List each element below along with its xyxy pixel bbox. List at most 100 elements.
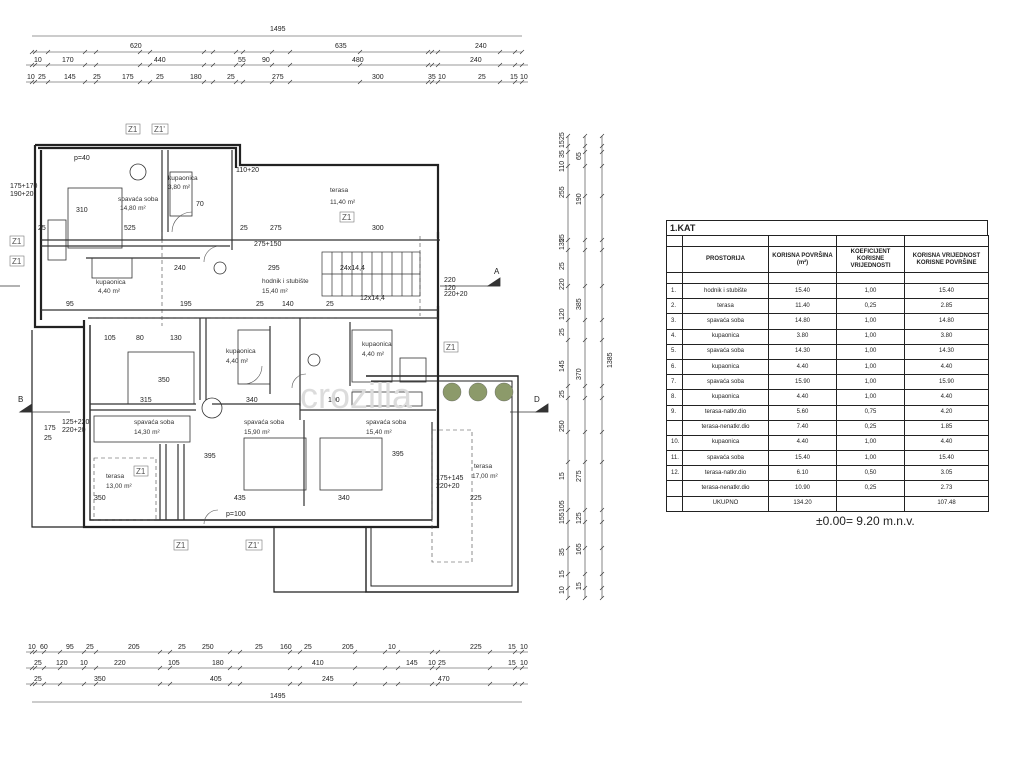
- spacer-cell: [768, 235, 837, 247]
- dim-top-r3-3: 25: [93, 74, 101, 81]
- dim-top-r3-8: 275: [272, 74, 284, 81]
- dimension-tick: [32, 681, 38, 687]
- bottom-row1-labels: 10 60 95 25 205 25 250 25 160 25 205 10 …: [28, 644, 528, 651]
- dimension-tick: [167, 665, 173, 671]
- dimension-tick: [497, 79, 503, 85]
- usable-area: 3.80: [768, 328, 837, 345]
- dim-right-inner: 35: [559, 548, 566, 556]
- dimension-tick: [425, 62, 431, 68]
- dim-bot-r2-9: 25: [438, 660, 446, 667]
- dashed-overhang-lines: [92, 232, 473, 563]
- dimension-tick: [565, 163, 571, 169]
- section-markers: [0, 277, 549, 413]
- dimension-tick: [435, 62, 441, 68]
- dimension-tick: [429, 649, 435, 655]
- dimension-tick: [29, 649, 35, 655]
- room-area: 4,40 m²: [98, 288, 121, 295]
- spacer-cell: [682, 235, 769, 247]
- dimension-tick: [599, 247, 605, 253]
- dimension-tick: [582, 133, 588, 139]
- dim-bot-r2-10: 15: [508, 660, 516, 667]
- dim-int: 105: [104, 335, 116, 342]
- room-name: spavaća soba: [366, 419, 406, 426]
- dim-int: 100: [328, 397, 340, 404]
- walls: [31, 143, 519, 593]
- dimension-tick: [297, 665, 303, 671]
- dimension-tick: [565, 237, 571, 243]
- dimension-tick: [565, 383, 571, 389]
- table-spacer-row: [666, 235, 989, 247]
- dimension-tick: [382, 681, 388, 687]
- dimension-tick: [582, 595, 588, 601]
- row-number: 4.: [666, 328, 683, 345]
- dimension-tick: [565, 317, 571, 323]
- dim-int: 175: [44, 425, 56, 432]
- dim-bot-r1-5: 25: [178, 644, 186, 651]
- row-number: 11.: [666, 450, 683, 467]
- dimension-tick: [512, 49, 518, 55]
- interior-walls: [41, 150, 440, 520]
- dim-bottom-total: 1495: [270, 693, 286, 700]
- dim-int: 395: [392, 451, 404, 458]
- room-name: terasa-natkr.dio: [682, 404, 769, 421]
- dimension-tick: [565, 133, 571, 139]
- room-name: kupaonica: [682, 389, 769, 406]
- dim-bot-r1-6: 250: [202, 644, 214, 651]
- dimension-tick: [582, 143, 588, 149]
- dimension-tick: [147, 49, 153, 55]
- dim-int: 195: [180, 301, 192, 308]
- spacer-cell: [682, 272, 769, 284]
- dimension-tick: [512, 62, 518, 68]
- dimension-tick: [565, 595, 571, 601]
- dimension-tick: [565, 459, 571, 465]
- dimension-tick: [287, 79, 293, 85]
- total-label: UKUPNO: [682, 495, 769, 512]
- dimension-tick: [599, 143, 605, 149]
- dim-right-mid: 275: [576, 470, 583, 482]
- dim-top-r3-7: 25: [227, 74, 235, 81]
- room-area: 17,00 m²: [472, 473, 498, 480]
- dimension-tick: [395, 681, 401, 687]
- dimension-tick: [565, 429, 571, 435]
- dimension-tick: [599, 337, 605, 343]
- room-name: kupaonica: [682, 358, 769, 376]
- z1-tag: Z1: [446, 343, 456, 352]
- usable-value: 4.40: [904, 434, 989, 452]
- dimension-tick: [137, 49, 143, 55]
- z1-prime-tag: Z1': [248, 541, 259, 550]
- dim-right-inner: 255: [559, 186, 566, 198]
- dimension-tick: [201, 62, 207, 68]
- vanity: [399, 357, 427, 383]
- dimension-tick: [519, 665, 525, 671]
- coefficient: 0,25: [836, 480, 905, 497]
- dim-right-inner: 220: [559, 278, 566, 290]
- row-number: 3.: [666, 313, 683, 330]
- coefficient: 0,50: [836, 465, 905, 482]
- usable-area: 4.40: [768, 389, 837, 406]
- dimension-tick: [565, 193, 571, 199]
- dimension-tick: [352, 665, 358, 671]
- dimension-tick: [82, 62, 88, 68]
- dimension-tick: [582, 317, 588, 323]
- interior-dimensions: 310 525 25 95 70 25 275 300 240 295 195 …: [38, 201, 482, 502]
- dim-int: 435: [234, 495, 246, 502]
- dimension-tick: [425, 49, 431, 55]
- dim-bot-r2-6: 410: [312, 660, 324, 667]
- dimension-tick: [599, 133, 605, 139]
- note: 125+220: [62, 419, 90, 426]
- dimension-tick: [582, 459, 588, 465]
- dimension-tick: [287, 49, 293, 55]
- note: 175+145: [436, 475, 464, 482]
- dimension-tick: [45, 49, 51, 55]
- dim-bot-r1-8: 160: [280, 644, 292, 651]
- dim-int: 525: [124, 225, 136, 232]
- dim-int: 300: [372, 225, 384, 232]
- row-number: 10.: [666, 434, 683, 452]
- dimension-tick: [297, 649, 303, 655]
- z1-tag: Z1: [342, 213, 352, 222]
